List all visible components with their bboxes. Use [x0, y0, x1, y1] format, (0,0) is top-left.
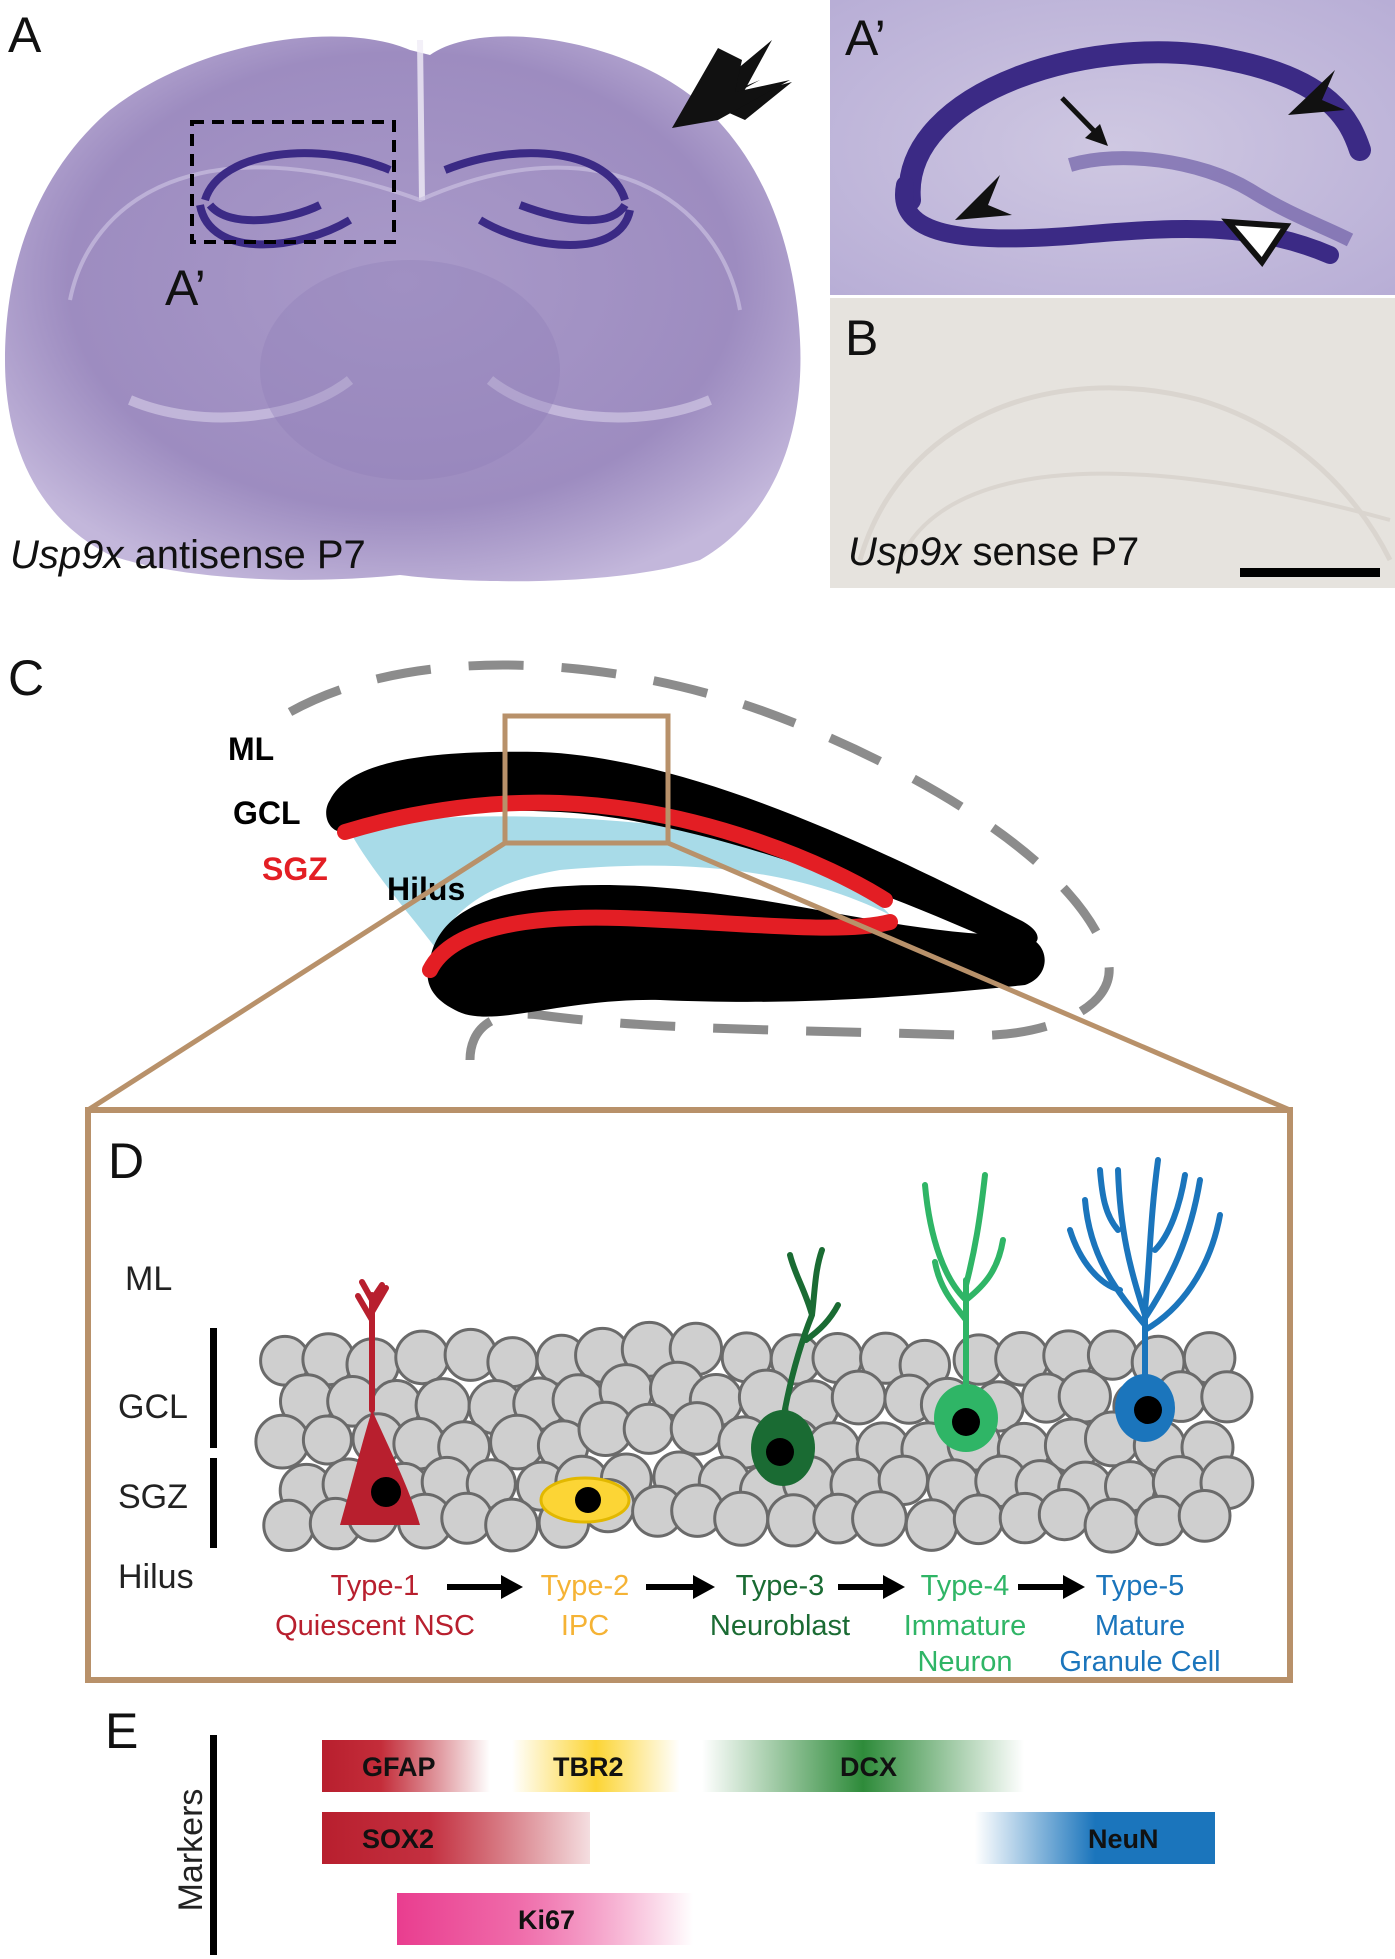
panel-label-b: B [845, 310, 878, 366]
marker-ki67: Ki67 [397, 1893, 693, 1945]
granule-cell [254, 1413, 311, 1470]
svg-text:Type-4: Type-4 [921, 1570, 1010, 1602]
hippocampus-left [196, 149, 392, 249]
ca-band [898, 41, 1371, 211]
marker-bars: GFAP TBR2 DCX SOX2 NeuN Ki67 [322, 1740, 1215, 1945]
granule-cell [713, 1490, 770, 1547]
arrow-icon [1060, 96, 1108, 146]
type-3-cell [751, 1247, 841, 1486]
d-layer-sgz: SGZ [118, 1478, 188, 1516]
granule-cell [1134, 1494, 1186, 1547]
svg-text:Ki67: Ki67 [518, 1905, 575, 1935]
label-gcl: GCL [233, 795, 301, 831]
granule-cell [669, 1401, 725, 1456]
granule-cell [440, 1491, 494, 1545]
marker-gfap: GFAP [322, 1740, 490, 1792]
lineage-arrow-icon [1018, 1575, 1085, 1599]
granule-cell [1200, 1370, 1254, 1424]
lineage-arrow-icon [646, 1575, 715, 1599]
hippocampus-right [443, 149, 634, 249]
marker-sox2: SOX2 [322, 1812, 590, 1864]
type-1-cell [340, 1279, 420, 1525]
type-4-cell [922, 1172, 1006, 1452]
caption-b: Usp9x sense P7 [848, 530, 1139, 574]
marker-tbr2: TBR2 [512, 1740, 680, 1792]
svg-text:Type-5: Type-5 [1096, 1570, 1185, 1602]
panel-c: C ML GCL SGZ Hilus [8, 650, 1291, 1113]
granule-cell [904, 1498, 959, 1552]
granule-cell [830, 1369, 887, 1426]
d-layer-gcl: GCL [118, 1388, 188, 1426]
svg-text:Type-3: Type-3 [736, 1570, 825, 1602]
type-5-cell [1067, 1157, 1223, 1442]
open-arrowhead-icon [1221, 218, 1292, 267]
panel-label-a-prime: A’ [845, 10, 886, 66]
svg-text:Granule Cell: Granule Cell [1059, 1646, 1220, 1678]
ml-outline [287, 660, 1114, 1061]
granule-cell [622, 1402, 675, 1455]
svg-text:Immature: Immature [904, 1610, 1026, 1642]
panel-label-d: D [108, 1133, 144, 1189]
panel-label-a: A [8, 7, 42, 63]
granule-cell [262, 1498, 316, 1553]
caption-a: Usp9x antisense P7 [10, 533, 366, 577]
arrowhead-icon [955, 175, 1012, 220]
panel-a: A’ A Usp9x antisense P7 [0, 0, 810, 585]
granule-cell [1177, 1489, 1232, 1543]
arrowhead-icon [1288, 70, 1345, 115]
svg-text:Neuron: Neuron [917, 1646, 1012, 1678]
marker-neun: NeuN [975, 1812, 1215, 1864]
granule-cell [301, 1414, 353, 1466]
panel-a-prime: A’ [830, 0, 1395, 295]
neuron-lineage [340, 1157, 1223, 1525]
panel-label-c: C [8, 650, 44, 706]
granule-cell [394, 1329, 450, 1386]
svg-text:DCX: DCX [840, 1752, 897, 1782]
lineage-arrow-icon [838, 1575, 905, 1599]
granule-cell [1083, 1497, 1140, 1554]
granule-cell [766, 1493, 821, 1548]
svg-text:TBR2: TBR2 [553, 1752, 624, 1782]
svg-text:IPC: IPC [561, 1610, 609, 1642]
panel-e: E Markers GFAP TBR2 DCX SOX2 NeuN Ki67 [105, 1703, 1215, 1955]
nucleus [371, 1477, 401, 1507]
scale-bar [1240, 568, 1380, 577]
granule-cell [851, 1490, 908, 1547]
inset-box [190, 120, 396, 244]
markers-axis-label: Markers [172, 1789, 210, 1912]
svg-text:Type-2: Type-2 [541, 1570, 630, 1602]
label-sgz: SGZ [262, 851, 328, 887]
svg-text:Neuroblast: Neuroblast [710, 1610, 850, 1642]
svg-text:SOX2: SOX2 [362, 1824, 434, 1854]
granule-cell [952, 1493, 1005, 1546]
sgz-lower [422, 909, 898, 978]
sgz-upper [337, 794, 893, 908]
granule-cell [484, 1497, 540, 1553]
d-layer-hilus: Hilus [118, 1558, 194, 1596]
svg-text:Quiescent NSC: Quiescent NSC [275, 1610, 475, 1642]
inset-label: A’ [165, 260, 206, 316]
double-arrowhead-icon [672, 40, 792, 128]
marker-dcx: DCX [702, 1740, 1024, 1792]
svg-text:NeuN: NeuN [1088, 1824, 1159, 1854]
svg-text:Type-1: Type-1 [331, 1570, 420, 1602]
panel-label-e: E [105, 1703, 138, 1759]
granule-cell [1037, 1488, 1092, 1542]
svg-text:Mature: Mature [1095, 1610, 1185, 1642]
type-2-cell [539, 1476, 631, 1524]
zoom-box [502, 713, 671, 846]
svg-text:GFAP: GFAP [362, 1752, 436, 1782]
d-layer-ml: ML [125, 1260, 172, 1298]
label-ml: ML [228, 731, 274, 767]
lineage-arrow-icon [447, 1575, 523, 1599]
panel-b: B Usp9x sense P7 [830, 298, 1395, 588]
